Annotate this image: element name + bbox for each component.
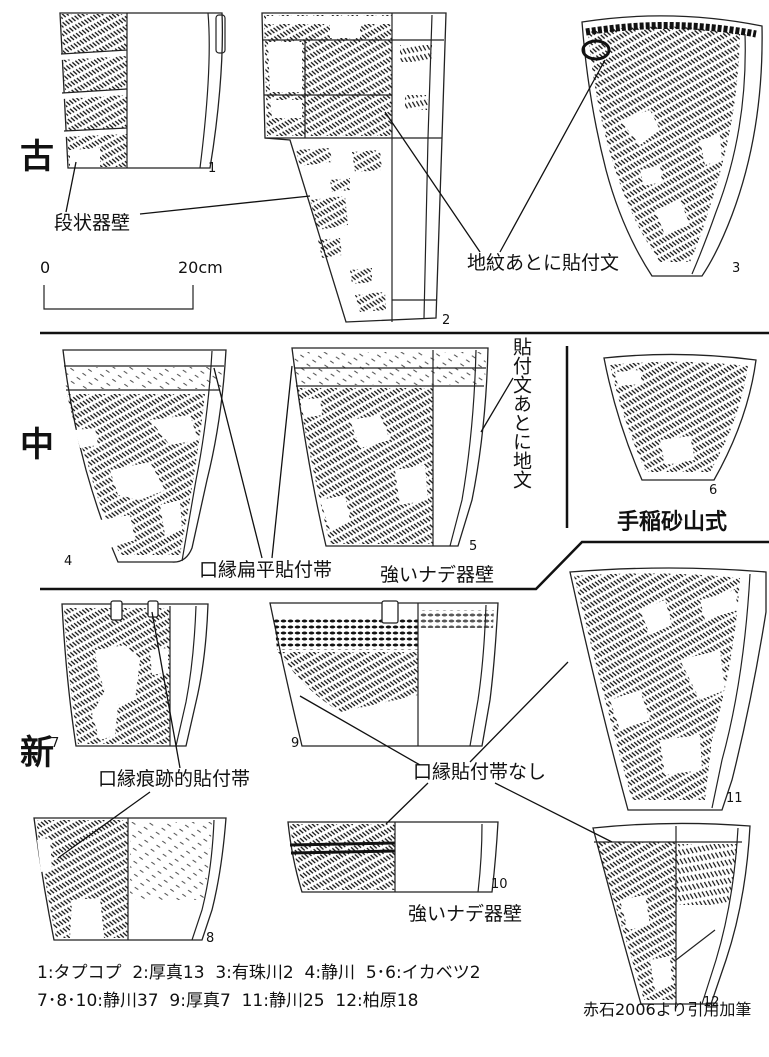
leader-vestigial-rim-band: [57, 611, 181, 859]
vessel-8-eroded-area: [37, 838, 104, 938]
vessel-10: [287, 821, 499, 893]
vessel-2-band-lines: [262, 39, 444, 301]
vessel-4-eroded-area: [75, 415, 198, 548]
label-ground-pattern-after-applique: 貼付文あとに地文: [510, 337, 532, 489]
vessel-7-eroded-area: [92, 645, 168, 740]
leader-applique-after-ground: [384, 59, 606, 253]
vessel-9-rim-bead-band: [274, 618, 418, 650]
vessel-6-cord-pattern: [610, 361, 748, 472]
vessel-2-lower-patterns: [296, 148, 386, 312]
period-label-new: 新: [20, 733, 54, 773]
leader-ground-after-applique: [480, 377, 514, 433]
vessel-number-4: 4: [64, 554, 73, 569]
vessel-6-eroded-area: [615, 370, 695, 465]
vessel-11-profile: [711, 573, 751, 809]
vessel-9-profile: [469, 604, 487, 747]
vessel-8-light-pattern: [130, 822, 212, 900]
period-separators: [40, 331, 769, 591]
vessel-12-lower-lines: [675, 929, 716, 961]
vessel-2-profile: [423, 14, 433, 319]
source-credit: 赤石2006より引用加筆: [583, 1000, 752, 1019]
vessel-12-right-pattern: [676, 844, 738, 905]
vessel-number-12: 12: [703, 995, 720, 1010]
vessel-5-profile: [449, 349, 477, 547]
caption-line-1: 1:タプコプ 2:厚真13 3:有珠川2 4:静川 5･6:イカベツ2: [37, 963, 481, 983]
vessel-12: [592, 822, 751, 1005]
vessel-2: [261, 12, 447, 323]
vessel-6: [603, 353, 757, 481]
scale-bar-end: 20cm: [178, 258, 223, 277]
vessel-4-rim-band-pattern: [65, 367, 222, 389]
vessel-3-rim-band: [585, 22, 757, 38]
vessel-11: [569, 567, 767, 811]
vessel-12-eroded-area: [620, 895, 672, 990]
separator-middle-new: [40, 540, 769, 591]
caption-line-2: 7･8･10:静川37 9:厚真7 11:静川25 12:柏原18: [37, 991, 419, 1011]
vessel-5-rim-band-lines: [294, 367, 486, 387]
period-label-middle: 中: [20, 425, 54, 465]
vessel-number-10: 10: [491, 877, 508, 892]
label-strong-nade-wall-upper: 強いナデ器壁: [380, 564, 495, 586]
vessel-3-rim-curl: [581, 39, 611, 61]
label-strong-nade-wall-lower: 強いナデ器壁: [408, 903, 523, 925]
vessel-1-profile: [199, 12, 210, 169]
vessel-number-5: 5: [469, 539, 478, 554]
leader-lines: [57, 59, 613, 859]
vessel-number-9: 9: [291, 736, 300, 751]
vessel-9-cord-pattern: [278, 652, 418, 712]
vessel-2-upper-right-dashes: [400, 45, 432, 110]
scale-bar-start: 0: [40, 258, 51, 277]
vessel-1: [59, 12, 226, 169]
vessel-7-rim-lug: [110, 600, 123, 621]
vessel-12-profile: [701, 827, 739, 1005]
vessel-3: [581, 15, 763, 277]
vessel-4: [62, 349, 227, 563]
vessel-1-step-lines: [60, 49, 128, 132]
vessel-number-11: 11: [726, 791, 743, 806]
vessel-9-rim-lug: [381, 600, 399, 624]
vessel-number-3: 3: [732, 261, 741, 276]
vessel-10-profile: [477, 823, 483, 893]
leader-stepped-wall: [65, 161, 311, 215]
vessel-10-cord-pattern: [290, 824, 395, 890]
vessel-9: [269, 600, 499, 747]
vessel-number-8: 8: [206, 931, 215, 946]
leader-no-rim-band: [299, 661, 613, 843]
vessel-number-2: 2: [442, 313, 451, 328]
leader-flat-rim-band: [213, 365, 293, 559]
period-label-old: 古: [20, 137, 54, 177]
vessel-8-cord-pattern: [36, 820, 128, 938]
vessel-number-1: 1: [208, 161, 217, 176]
label-applique-after-ground-pattern: 地紋あとに貼付文: [467, 252, 620, 274]
scale-bar: [43, 285, 194, 310]
label-stepped-wall: 段状器壁: [54, 212, 131, 234]
vessel-5: [291, 347, 489, 547]
label-vestigial-rim-applique-band: 口縁痕跡的貼付帯: [98, 768, 251, 790]
vessel-7-profile: [175, 605, 197, 747]
label-teine-sunayama-type: 手稲砂山式: [617, 510, 728, 535]
label-flat-rim-applique-band: 口縁扁平貼付帯: [199, 559, 333, 581]
vessel-7: [61, 600, 209, 747]
vessel-3-cord-pattern: [588, 26, 740, 263]
vessel-2-plain-band: [266, 16, 392, 118]
vessel-8: [33, 817, 227, 941]
vessel-3-eroded-area: [620, 110, 722, 235]
vessel-3-profile: [691, 33, 746, 275]
vessel-number-6: 6: [709, 483, 718, 498]
vessel-10-rim-band: [289, 841, 396, 855]
vessel-4-profile: [181, 350, 213, 562]
vessel-8-profile: [191, 819, 215, 941]
label-no-rim-applique-band: 口縁貼付帯なし: [413, 761, 547, 783]
vessel-5-eroded-area: [300, 398, 428, 530]
vessel-4-rim-band-lines: [64, 365, 224, 391]
vessel-11-eroded-area: [610, 590, 738, 775]
vessel-9-upper-bead-row: [420, 610, 494, 628]
vessel-number-7: 7: [51, 736, 60, 751]
vessel-1-rim-lug: [215, 14, 226, 54]
